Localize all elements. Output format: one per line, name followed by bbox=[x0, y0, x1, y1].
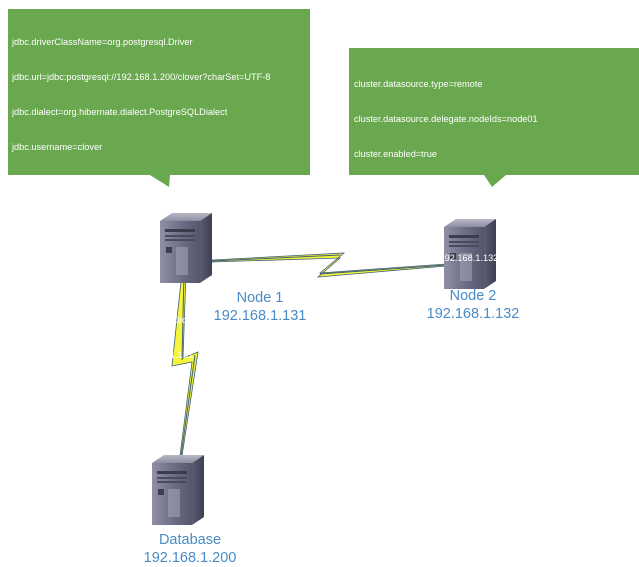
callout-node2-config bbox=[349, 48, 639, 187]
database-label: Database 192.168.1.200 bbox=[130, 531, 250, 567]
config-line: cluster.datasource.delegate.nodeIds=node… bbox=[354, 113, 538, 124]
config-line: cluster.enabled=true bbox=[12, 245, 96, 256]
node1-ip: 192.168.1.131 bbox=[213, 308, 307, 324]
node2-ip: 192.168.1.132 bbox=[426, 306, 520, 322]
config-line: cluster.enabled=true bbox=[354, 148, 438, 159]
config-line: cluster.group.name=TheCloverCluster2 bbox=[354, 357, 515, 368]
node2-name: Node 2 bbox=[449, 288, 497, 304]
config-line: cluster.http.url=http://192.168.1.132:80… bbox=[354, 253, 549, 264]
server-icon bbox=[444, 219, 496, 289]
config-line: ​ bbox=[12, 211, 270, 223]
database-ip: 192.168.1.200 bbox=[143, 550, 237, 566]
node2-label: Node 2 192.168.1.132 bbox=[413, 287, 533, 323]
config-line: jdbc.driverClassName=org.postgresql.Driv… bbox=[12, 37, 193, 48]
config-line: ​ bbox=[12, 385, 270, 397]
config-line: cluster.node.id=node01 bbox=[12, 280, 108, 291]
config-line: jdbc.password=clover bbox=[12, 176, 101, 187]
callout-node1-config bbox=[8, 9, 310, 187]
node2-config-text: cluster.datasource.type=remote cluster.d… bbox=[354, 56, 548, 381]
config-line: jdbc.url=jdbc:postgresql://192.168.1.200… bbox=[12, 71, 271, 82]
config-line: cluster.jgroups.bind_address=192.168.1.1… bbox=[354, 287, 536, 298]
config-line: ​ bbox=[354, 323, 548, 335]
config-line: jdbc.dialect=org.hibernate.dialect.Postg… bbox=[12, 106, 228, 117]
database-name: Database bbox=[158, 532, 222, 548]
config-line: cluster.group.name=TheCloverCluster2 bbox=[12, 419, 173, 430]
config-line: cluster.http.url=http://192.168.1.131:80… bbox=[12, 315, 207, 326]
config-line: ​ bbox=[354, 218, 548, 230]
node1-config-text: jdbc.driverClassName=org.postgresql.Driv… bbox=[12, 14, 270, 443]
config-line: cluster.datasource.type=remote bbox=[354, 79, 483, 90]
config-line: jdbc.username=clover bbox=[12, 141, 103, 152]
server-icon bbox=[160, 213, 212, 283]
node1-label: Node 1 192.168.1.131 bbox=[200, 289, 320, 325]
config-line: cluster.node.id=node02 bbox=[354, 183, 450, 194]
config-line: cluster.jgroups.bind_address=192.168.1.1… bbox=[12, 350, 194, 361]
server-icon bbox=[152, 455, 204, 525]
node1-name: Node 1 bbox=[236, 290, 284, 306]
